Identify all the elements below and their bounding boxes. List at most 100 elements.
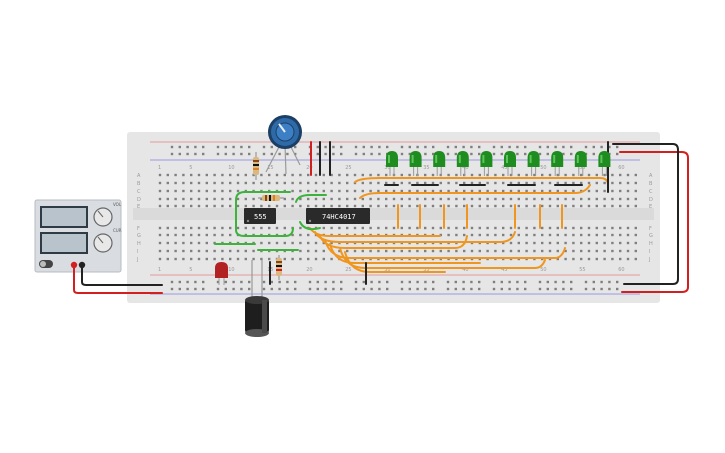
breadboard-hole[interactable] — [587, 249, 591, 253]
breadboard-hole[interactable] — [587, 257, 591, 261]
breadboard-hole[interactable] — [232, 280, 235, 284]
breadboard-hole[interactable] — [221, 233, 224, 237]
breadboard-hole[interactable] — [424, 226, 427, 230]
breadboard-hole[interactable] — [170, 145, 174, 149]
breadboard-hole[interactable] — [386, 145, 389, 149]
breadboard-hole[interactable] — [595, 197, 598, 201]
breadboard-hole[interactable] — [611, 173, 614, 177]
breadboard-hole[interactable] — [556, 197, 559, 201]
breadboard-hole[interactable] — [616, 287, 619, 291]
breadboard-hole[interactable] — [502, 189, 505, 193]
breadboard-hole[interactable] — [470, 173, 474, 177]
breadboard-hole[interactable] — [541, 204, 544, 208]
breadboard-hole[interactable] — [240, 287, 243, 291]
breadboard-hole[interactable] — [248, 152, 251, 156]
breadboard-hole[interactable] — [314, 249, 318, 253]
breadboard-hole[interactable] — [194, 145, 197, 149]
breadboard-hole[interactable] — [322, 181, 325, 185]
breadboard-hole[interactable] — [455, 197, 458, 201]
breadboard-hole[interactable] — [178, 280, 181, 284]
breadboard-hole[interactable] — [353, 173, 357, 177]
breadboard-hole[interactable] — [556, 233, 559, 237]
led-green[interactable] — [598, 151, 611, 176]
breadboard-hole[interactable] — [580, 226, 583, 230]
breadboard-hole[interactable] — [194, 152, 197, 156]
breadboard-hole[interactable] — [634, 204, 637, 208]
breadboard-hole[interactable] — [525, 249, 528, 253]
breadboard-hole[interactable] — [603, 226, 606, 230]
breadboard-hole[interactable] — [205, 173, 208, 177]
breadboard-hole[interactable] — [408, 181, 411, 185]
breadboard-hole[interactable] — [600, 145, 603, 149]
breadboard-hole[interactable] — [463, 173, 466, 177]
breadboard-hole[interactable] — [634, 257, 637, 261]
breadboard-hole[interactable] — [408, 226, 411, 230]
breadboard-hole[interactable] — [486, 204, 489, 208]
breadboard-hole[interactable] — [455, 233, 458, 237]
breadboard-hole[interactable] — [478, 287, 481, 291]
breadboard-hole[interactable] — [494, 204, 497, 208]
breadboard-hole[interactable] — [370, 145, 373, 149]
breadboard-hole[interactable] — [291, 233, 294, 237]
breadboard-hole[interactable] — [447, 249, 450, 253]
breadboard-hole[interactable] — [447, 204, 450, 208]
breadboard-hole[interactable] — [190, 189, 193, 193]
breadboard-hole[interactable] — [584, 280, 588, 284]
breadboard-hole[interactable] — [332, 152, 335, 156]
breadboard-hole[interactable] — [299, 189, 302, 193]
breadboard-hole[interactable] — [213, 189, 216, 193]
breadboard-hole[interactable] — [314, 241, 318, 245]
breadboard-hole[interactable] — [174, 257, 177, 261]
breadboard-hole[interactable] — [533, 233, 536, 237]
led-green[interactable] — [551, 151, 564, 176]
breadboard-hole[interactable] — [229, 249, 232, 253]
led-green[interactable] — [504, 151, 516, 176]
breadboard-hole[interactable] — [408, 145, 411, 149]
breadboard-hole[interactable] — [182, 257, 185, 261]
breadboard-hole[interactable] — [190, 241, 193, 245]
breadboard-hole[interactable] — [470, 280, 473, 284]
breadboard-hole[interactable] — [548, 181, 552, 185]
breadboard-hole[interactable] — [330, 226, 333, 230]
breadboard-hole[interactable] — [478, 152, 481, 156]
breadboard-hole[interactable] — [224, 152, 227, 156]
breadboard-hole[interactable] — [616, 280, 619, 284]
breadboard-hole[interactable] — [626, 257, 630, 261]
breadboard-hole[interactable] — [275, 226, 279, 230]
breadboard-hole[interactable] — [492, 145, 496, 149]
breadboard-hole[interactable] — [541, 197, 544, 201]
breadboard-hole[interactable] — [525, 197, 528, 201]
potentiometer[interactable] — [265, 115, 302, 175]
breadboard-hole[interactable] — [392, 249, 396, 253]
breadboard-hole[interactable] — [283, 226, 286, 230]
breadboard-hole[interactable] — [178, 287, 181, 291]
breadboard-hole[interactable] — [611, 233, 614, 237]
breadboard-hole[interactable] — [377, 189, 380, 193]
breadboard-hole[interactable] — [166, 257, 169, 261]
breadboard-hole[interactable] — [494, 197, 497, 201]
breadboard-hole[interactable] — [626, 226, 630, 230]
breadboard-hole[interactable] — [353, 249, 357, 253]
breadboard-hole[interactable] — [616, 152, 619, 156]
breadboard-hole[interactable] — [517, 189, 520, 193]
breadboard-hole[interactable] — [248, 280, 251, 284]
breadboard-hole[interactable] — [595, 257, 598, 261]
breadboard-hole[interactable] — [408, 287, 411, 291]
breadboard-hole[interactable] — [182, 181, 185, 185]
breadboard-hole[interactable] — [533, 181, 536, 185]
breadboard-hole[interactable] — [244, 226, 247, 230]
breadboard-hole[interactable] — [221, 197, 224, 201]
breadboard-hole[interactable] — [377, 197, 380, 201]
breadboard-hole[interactable] — [587, 197, 591, 201]
breadboard-hole[interactable] — [322, 241, 325, 245]
breadboard-hole[interactable] — [158, 241, 162, 245]
breadboard-hole[interactable] — [385, 197, 388, 201]
breadboard-hole[interactable] — [455, 226, 458, 230]
breadboard-hole[interactable] — [424, 181, 427, 185]
breadboard-hole[interactable] — [500, 280, 503, 284]
breadboard-hole[interactable] — [307, 249, 310, 253]
breadboard-hole[interactable] — [616, 145, 619, 149]
breadboard-hole[interactable] — [299, 257, 302, 261]
breadboard-hole[interactable] — [190, 197, 193, 201]
breadboard-hole[interactable] — [502, 204, 505, 208]
